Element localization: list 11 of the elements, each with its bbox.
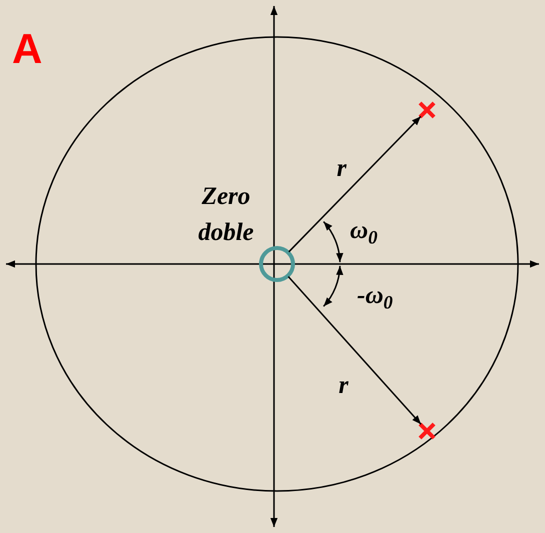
angle-label: ω$_{0}$ [350,218,378,248]
pole-marker [418,101,436,119]
radius-arrow [288,276,422,425]
pole-marker [418,422,436,440]
zero-marker [259,246,295,282]
panel-letter: A [12,28,42,70]
radius-label: r [336,156,347,182]
angle-label: -ω$_{0}$ [357,283,393,314]
zero-label: Zero doble [197,182,255,248]
radius-label: r [338,373,348,398]
radius-arrow [288,116,422,252]
